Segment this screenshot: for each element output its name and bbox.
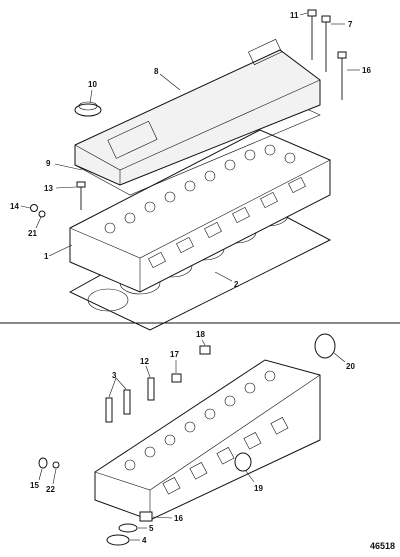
lower-assembly [38,333,346,546]
callout-14: 14 [10,202,19,211]
callout-19: 19 [254,484,263,493]
callout-16: 16 [362,66,371,75]
callout-5: 5 [149,524,154,533]
callout-17: 17 [170,350,179,359]
callout-4: 4 [142,536,147,545]
lower-callouts: 18 17 12 20 3 15 22 19 16 5 4 [30,330,355,545]
figure-id: 46518 [370,541,395,551]
callout-9: 9 [46,159,51,168]
upper-assembly [20,9,360,331]
callout-22: 22 [46,485,55,494]
callout-8: 8 [154,67,159,76]
cylinder-head-lower [94,359,321,521]
callout-16-lower: 16 [174,514,183,523]
head-fasteners [30,181,86,218]
callout-2: 2 [234,280,239,289]
callout-13: 13 [44,184,53,193]
callout-3: 3 [112,371,117,380]
callout-7: 7 [348,20,353,29]
upper-leaders [20,12,360,282]
upper-callouts: 11 7 8 16 10 9 13 14 21 1 2 [10,11,371,289]
cylinder-head [69,129,331,293]
cover-bolts [307,9,347,100]
oil-filler-cap [74,101,102,117]
callout-1: 1 [44,252,49,261]
lower-leaders [38,339,346,541]
valve-cover [74,38,321,186]
callout-18: 18 [196,330,205,339]
callout-11: 11 [290,11,299,20]
lower-small-parts [38,333,336,546]
callout-15: 15 [30,481,39,490]
callout-12: 12 [140,357,149,366]
callout-20: 20 [346,362,355,371]
callout-10: 10 [88,80,97,89]
callout-21: 21 [28,229,37,238]
